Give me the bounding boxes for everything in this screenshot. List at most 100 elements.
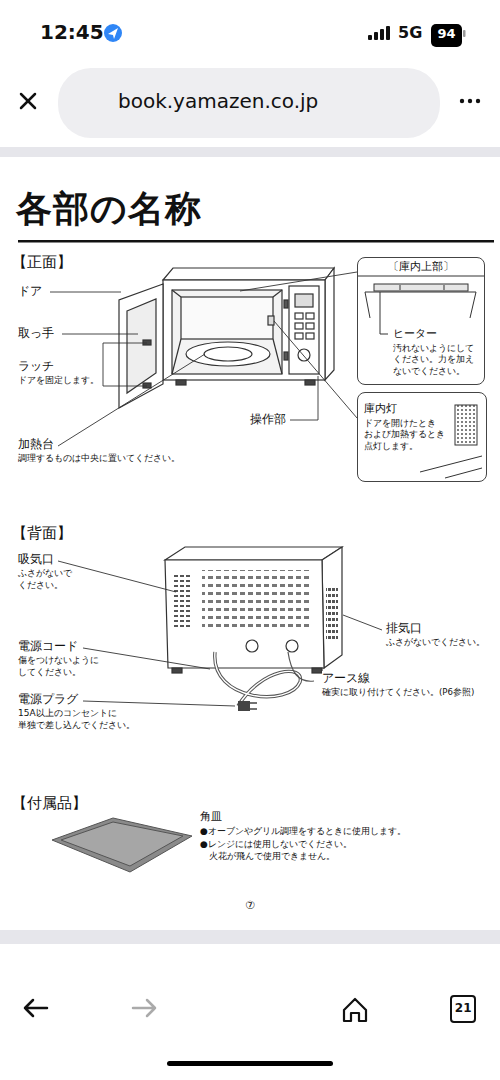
- text-line: 電源プラグ: [18, 692, 78, 708]
- microwave-front: [176, 380, 186, 385]
- location-icon: [104, 24, 122, 42]
- leader-line: [240, 272, 357, 291]
- part-name: 加熱台: [18, 437, 54, 453]
- microwave-front: [204, 347, 252, 361]
- part-name: アース線: [322, 671, 370, 687]
- microwave-front: [273, 290, 282, 297]
- lamp-inset: [420, 405, 482, 478]
- text-line: ドア: [18, 284, 42, 300]
- text-line: 汚れないようにして: [393, 343, 474, 354]
- lamp-inset: [455, 405, 477, 445]
- more-icon: [476, 99, 480, 103]
- microwave-front: [284, 300, 288, 308]
- home-icon: [344, 999, 366, 1021]
- text-line: 吸気口: [18, 552, 54, 568]
- home-indicator: [167, 1061, 333, 1066]
- home-indicator: [167, 1061, 333, 1066]
- text-line: 【背面】: [12, 524, 72, 544]
- text-line: 【正面】: [12, 253, 72, 273]
- microwave-front: [172, 339, 181, 374]
- microwave-front: [143, 383, 151, 388]
- text-line: してください。: [18, 667, 99, 679]
- part-name: 排気口: [386, 621, 422, 637]
- text-line: 21: [452, 997, 474, 1019]
- close-icon: [21, 94, 35, 108]
- heater-inset: [400, 285, 401, 290]
- microwave-front: [119, 284, 163, 408]
- leader-line: [58, 354, 205, 446]
- text-line: book.yamazen.co.jp: [118, 68, 318, 134]
- text-line: 確実に取り付けてください。(P6参照): [322, 687, 474, 698]
- close-icon: [21, 94, 35, 108]
- microwave-back: [165, 547, 342, 673]
- leader-line: [62, 334, 138, 335]
- microwave-front: [119, 268, 334, 408]
- part-note: ●オーブンやグリル調理をするときに使用します。: [200, 826, 406, 838]
- text-line: ⑦: [245, 899, 255, 913]
- microwave-front: [181, 297, 273, 339]
- part-name: 取っ手: [18, 326, 54, 342]
- text-line: 火花が飛んで使用できません。: [200, 851, 352, 863]
- text-line: 傷をつけないように: [18, 655, 99, 667]
- text-line: 【付属品】: [12, 794, 87, 814]
- page-title: 各部の名称: [16, 186, 202, 233]
- leader-line: [50, 292, 121, 293]
- heater-inset: [374, 284, 468, 291]
- text-line: 〔庫内上部〕: [358, 260, 484, 274]
- microwave-front: [306, 313, 314, 319]
- leader-line: [274, 321, 357, 418]
- text-line: ラッチ: [18, 359, 54, 375]
- part-name: ラッチ: [18, 359, 54, 375]
- text-line: ください。: [18, 580, 72, 592]
- text-line: ドアを固定します。: [18, 375, 99, 387]
- text-line: ヒーター: [393, 327, 437, 341]
- leader-line: [290, 376, 318, 420]
- leader-line: [58, 561, 382, 706]
- part-note: ふさがないでください。: [386, 637, 485, 649]
- battery-tip: [463, 30, 466, 37]
- lamp-inset: [445, 468, 482, 478]
- tray-drawing: [61, 822, 183, 866]
- part-note: 傷をつけないように してください。: [18, 655, 99, 678]
- inset-box: 〔庫内上部〕ヒーター汚れないようにして ください。力を加え ないでください。: [357, 257, 485, 385]
- text-line: 5G: [398, 23, 422, 44]
- title-rule: [18, 240, 494, 243]
- part-note: ふさがないで ください。: [18, 568, 72, 591]
- node-heading: 94: [431, 24, 462, 43]
- text-line: 加熱台: [18, 437, 54, 453]
- heater-inset: [365, 292, 476, 293]
- leader-line: [50, 272, 357, 446]
- battery-tip: [463, 30, 466, 37]
- node-text: ヒーター: [393, 327, 437, 341]
- microwave-front: [295, 323, 303, 329]
- text-line: 15A以上のコンセントに: [18, 708, 135, 720]
- node-heading: 庫内灯: [364, 402, 397, 416]
- text-line: 調理するものは中央に置いてください。: [18, 453, 180, 465]
- power-cord: [215, 652, 301, 706]
- text-line: 操作部: [250, 412, 286, 428]
- microwave-back: [312, 668, 322, 673]
- more-icon: [468, 99, 472, 103]
- page-separator: [0, 147, 500, 944]
- page-separator: [0, 930, 500, 944]
- section-heading: 5G: [398, 23, 422, 44]
- part-note: ドアを固定します。: [18, 375, 99, 387]
- close-icon: [21, 94, 35, 108]
- power-cord: [250, 703, 257, 709]
- heater-inset: [357, 276, 485, 277]
- title-rule: [18, 240, 494, 243]
- text-line: アース線: [322, 671, 370, 687]
- text-line: ●オーブンやグリル調理をするときに使用します。: [200, 826, 406, 838]
- home-icon: [344, 999, 366, 1021]
- more-icon: [460, 99, 480, 103]
- node-text: ドアを開けたとき および加熱するとき 点灯します。: [364, 418, 445, 452]
- microwave-back: [286, 640, 298, 652]
- part-name: 角皿: [200, 810, 222, 824]
- back-icon: [25, 1000, 47, 1016]
- text-line: 電源コード: [18, 639, 78, 655]
- microwave-front: [172, 290, 181, 297]
- forward-icon: [133, 1000, 155, 1016]
- microwave-front: [127, 299, 156, 393]
- more-icon: [460, 99, 464, 103]
